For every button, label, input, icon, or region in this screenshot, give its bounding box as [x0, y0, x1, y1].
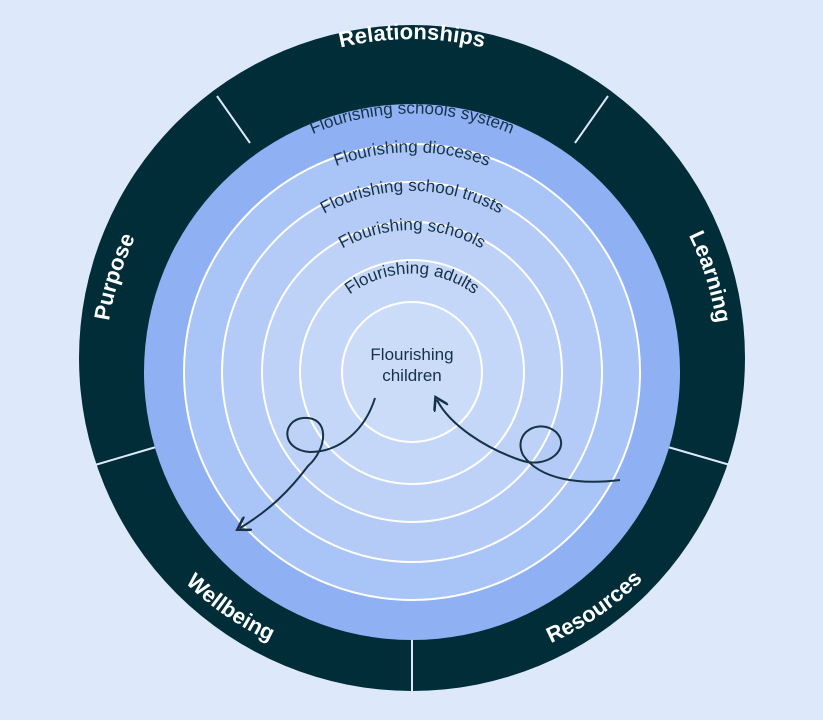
divider-wellbeing-purpose: [94, 446, 157, 466]
center-label-line2: children: [382, 366, 442, 385]
segment-dividers: [94, 95, 731, 691]
inward-loop-arrow: [437, 400, 621, 483]
outward-loop-arrow: [240, 397, 376, 528]
center-label-line1: Flourishing: [370, 345, 453, 364]
divider-purpose-relationships: [216, 95, 251, 144]
divider-relationships-learning: [574, 95, 609, 144]
divider-learning-resources: [667, 446, 731, 466]
